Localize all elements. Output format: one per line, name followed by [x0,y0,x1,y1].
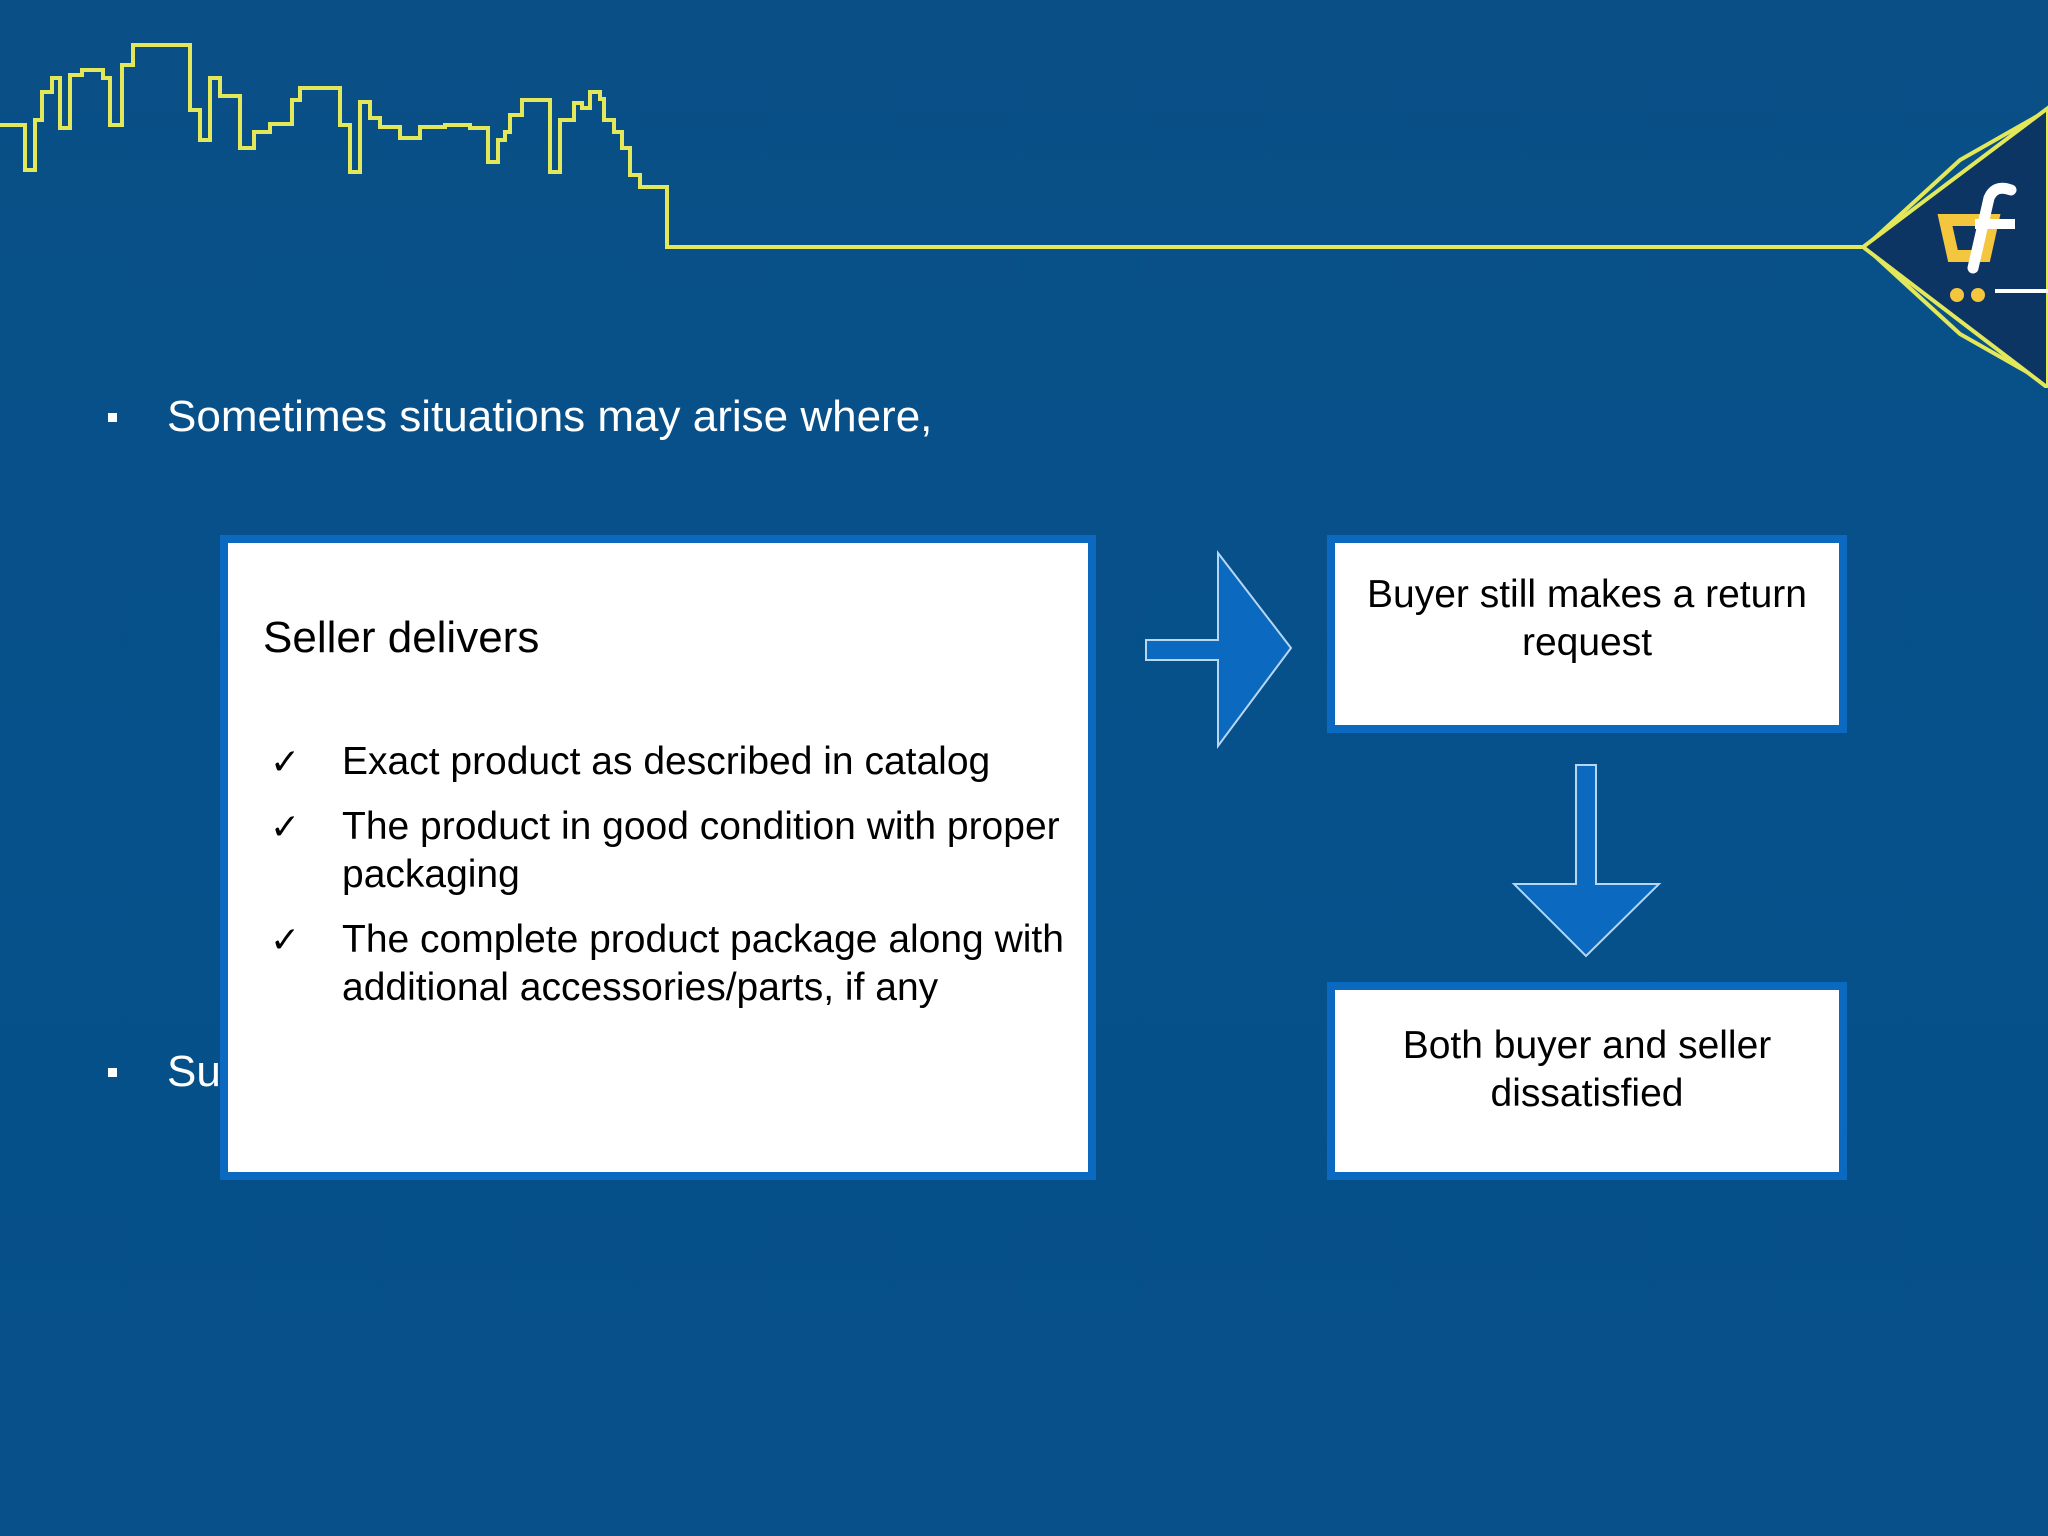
checklist-item-text: The product in good condition with prope… [342,805,1060,896]
checklist-item-text: The complete product package along with … [342,918,1064,1009]
checklist-item: ✓ The complete product package along wit… [264,916,1084,1012]
return-request-text: Buyer still makes a return request [1367,573,1807,664]
bullet-item: Sometimes situations may arise where, [108,392,932,442]
checkmark-icon: ✓ [270,741,301,782]
dissatisfied-text: Both buyer and seller dissatisfied [1402,1024,1772,1115]
city-skyline-graphic [0,43,2048,386]
return-request-box: Buyer still makes a return request [1327,535,1847,733]
bullet-text: Su [167,1047,221,1096]
bullet-item: Su [108,1047,221,1097]
bullet-text: Sometimes situations may arise where, [167,392,933,441]
checklist-item: ✓ The product in good condition with pro… [264,803,1084,899]
checkmark-icon: ✓ [270,919,301,960]
down-arrow-icon [1511,764,1662,958]
dissatisfied-box: Both buyer and seller dissatisfied [1327,982,1847,1180]
bullet-icon [108,412,117,422]
seller-delivers-box: Seller delivers ✓ Exact product as descr… [220,535,1096,1180]
right-arrow-icon [1145,550,1293,750]
checklist-item-text: Exact product as described in catalog [342,740,991,783]
checklist-item: ✓ Exact product as described in catalog [264,738,1084,786]
checkmark-icon: ✓ [270,806,301,847]
bullet-icon [108,1067,117,1077]
box-title: Seller delivers [263,613,540,662]
checklist: ✓ Exact product as described in catalog … [264,738,1084,1029]
cart-logo-icon [1863,105,2048,388]
